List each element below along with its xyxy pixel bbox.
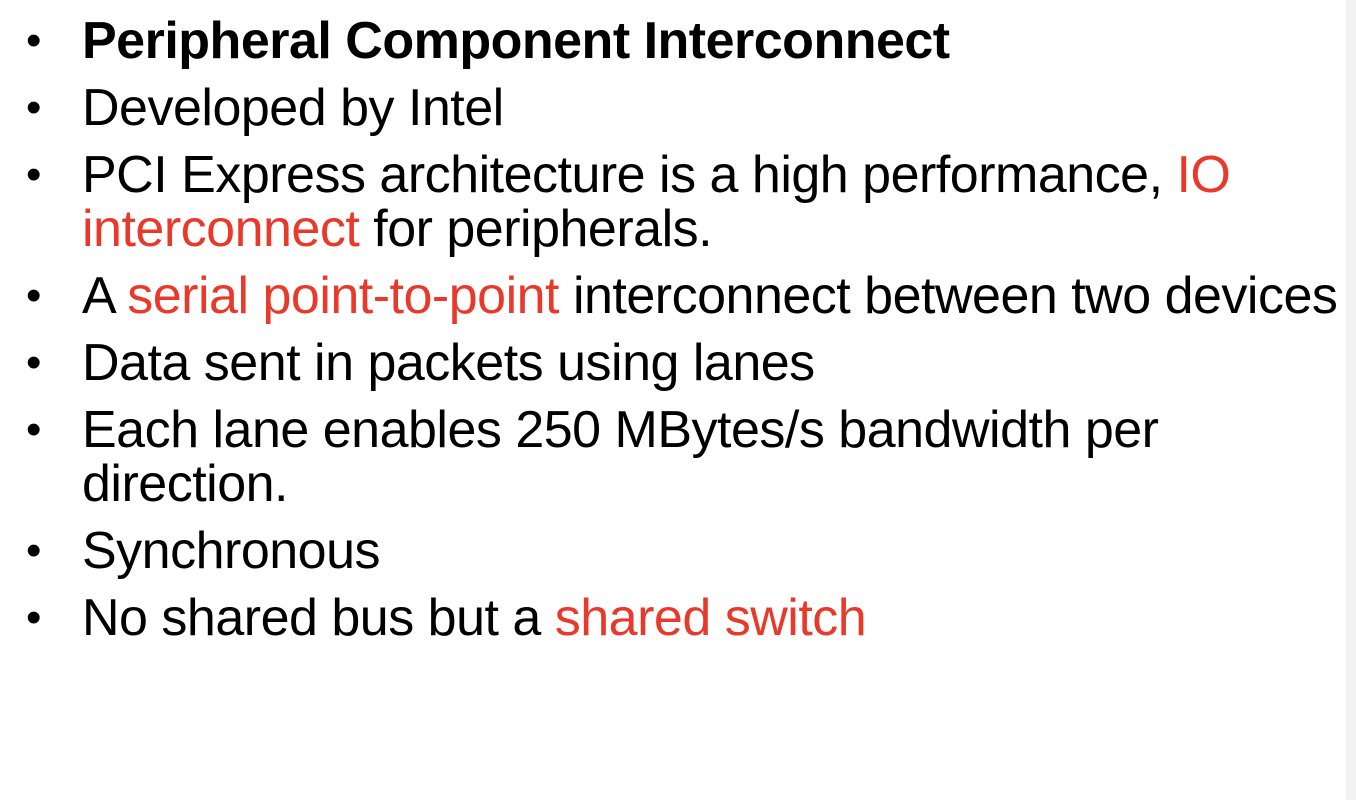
bullet-item-bandwidth: • Each lane enables 250 MBytes/s bandwid… [0, 403, 1346, 511]
bullet-dot-icon: • [26, 271, 41, 320]
bullet-text: interconnect between two devices [559, 267, 1338, 325]
bullet-text: No shared bus but a [82, 589, 555, 647]
bullet-text: Each lane enables 250 MBytes/s bandwidth… [82, 401, 1159, 513]
bullet-item-pci: • Peripheral Component Interconnect [0, 14, 1346, 68]
bullet-dot-icon: • [26, 83, 41, 132]
bullet-text: PCI Express architecture is a high perfo… [82, 146, 1177, 204]
bullet-dot-icon: • [26, 526, 41, 575]
bullet-text: A [82, 267, 128, 325]
bullet-list: • Peripheral Component Interconnect • De… [0, 14, 1346, 658]
bullet-item-serial: • A serial point-to-point interconnect b… [0, 269, 1346, 323]
bullet-text: Peripheral Component Interconnect [82, 12, 950, 70]
highlight-text: IO interconnect [82, 146, 1231, 258]
bullet-item-packets: • Data sent in packets using lanes [0, 336, 1346, 390]
bullet-text: Synchronous [82, 522, 381, 580]
bullet-text: Data sent in packets using lanes [82, 334, 815, 392]
bullet-dot-icon: • [26, 16, 41, 65]
highlight-text: serial point-to-point [127, 267, 559, 325]
bullet-dot-icon: • [26, 150, 41, 199]
bullet-item-switch: • No shared bus but a shared switch [0, 591, 1346, 645]
slide-edge [1346, 0, 1356, 800]
bullet-item-developer: • Developed by Intel [0, 81, 1346, 135]
bullet-item-synchronous: • Synchronous [0, 524, 1346, 578]
bullet-dot-icon: • [26, 405, 41, 454]
bullet-text: Developed by Intel [82, 79, 504, 137]
bullet-item-architecture: • PCI Express architecture is a high per… [0, 148, 1346, 256]
bullet-dot-icon: • [26, 593, 41, 642]
highlight-text: shared switch [554, 589, 867, 647]
bullet-text: for peripherals. [359, 200, 713, 258]
bullet-dot-icon: • [26, 338, 41, 387]
